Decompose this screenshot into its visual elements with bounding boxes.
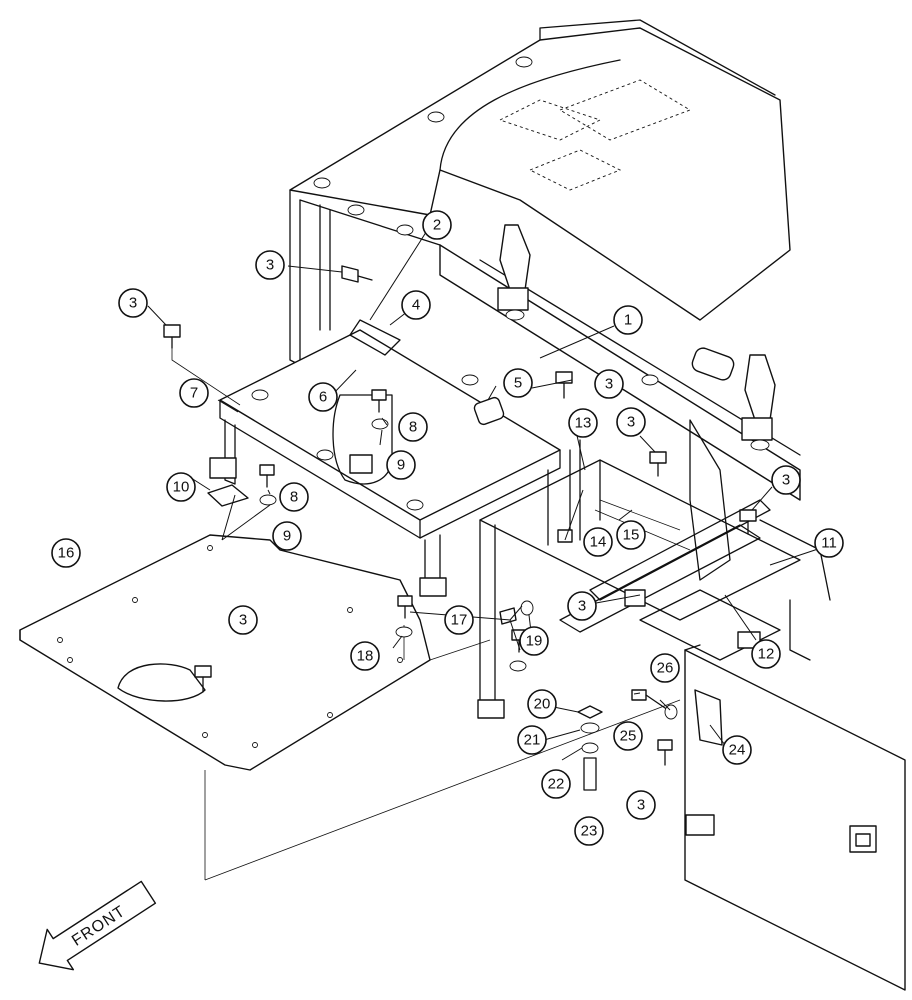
latch-right [741,354,776,451]
svg-text:24: 24 [729,742,746,759]
side-rail [439,244,801,501]
callout-18: 18 [350,641,380,671]
floor-plate [19,534,431,771]
callout-9b: 9 [272,521,302,551]
bolt-hw-3h [657,739,673,766]
callout-12: 12 [751,639,781,669]
latch-left [497,224,531,321]
svg-text:18: 18 [357,648,374,665]
callout-19: 19 [519,626,549,656]
svg-text:4: 4 [412,297,420,314]
svg-text:23: 23 [581,823,598,840]
svg-text:15: 15 [623,527,640,544]
callouts: 1 2 3 3 3 3 3 3 3 3 4 5 6 7 8 8 [51,210,844,846]
svg-text:19: 19 [526,633,543,650]
svg-text:9: 9 [283,528,291,545]
svg-text:8: 8 [409,419,417,436]
svg-text:12: 12 [758,646,775,663]
callout-3e: 3 [771,465,801,495]
bolt-hw-3b [163,324,181,349]
svg-text:1: 1 [624,312,632,329]
callout-3c: 3 [594,369,624,399]
callout-24: 24 [722,735,752,765]
rear-upper-housing [289,19,791,366]
svg-text:9: 9 [397,457,405,474]
callout-7: 7 [179,378,209,408]
svg-text:14: 14 [590,534,607,551]
callout-3h: 3 [626,790,656,820]
svg-text:26: 26 [657,660,674,677]
front-direction-arrow: FRONT [38,880,157,971]
callout-5: 5 [503,368,533,398]
bolt-hw-3c [555,371,573,399]
door-panel [684,644,906,991]
callout-3d: 3 [616,407,646,437]
callout-2: 2 [422,210,452,240]
svg-text:3: 3 [239,612,247,629]
callout-14: 14 [583,527,613,557]
bolt-hw-3e [739,509,757,535]
callout-3g: 3 [228,605,258,635]
callout-8b: 8 [279,482,309,512]
bolt-hw-8b [259,464,275,488]
bolt-hw-17 [397,595,413,619]
callout-23: 23 [574,816,604,846]
callout-11: 11 [814,528,844,558]
svg-text:22: 22 [548,776,565,793]
callout-3f: 3 [567,591,597,621]
callout-20: 20 [527,689,557,719]
svg-text:21: 21 [524,732,541,749]
svg-text:3: 3 [578,598,586,615]
callout-8a: 8 [398,412,428,442]
svg-text:10: 10 [173,479,190,496]
callout-15: 15 [616,520,646,550]
bolt-hw-3g [194,665,212,693]
svg-text:17: 17 [451,612,468,629]
svg-text:13: 13 [575,415,592,432]
svg-text:2: 2 [433,217,441,234]
svg-text:3: 3 [782,472,790,489]
svg-text:3: 3 [637,797,645,814]
callout-17: 17 [444,605,474,635]
callout-25: 25 [613,721,643,751]
svg-text:3: 3 [627,414,635,431]
callout-21: 21 [517,725,547,755]
callout-3b: 3 [118,288,148,318]
svg-text:20: 20 [534,696,551,713]
svg-text:3: 3 [605,376,613,393]
svg-text:7: 7 [190,385,198,402]
svg-text:11: 11 [821,535,837,552]
bolt-hw-8a [371,389,387,413]
svg-text:3: 3 [129,295,137,312]
callout-16: 16 [51,538,81,568]
callout-4: 4 [401,290,431,320]
callout-9a: 9 [386,450,416,480]
bolt-hw-3d [649,451,667,477]
callout-13: 13 [568,408,598,438]
callout-10: 10 [166,472,196,502]
callout-26: 26 [650,653,680,683]
svg-text:25: 25 [620,728,637,745]
bolt-hw-3a [341,265,373,283]
callout-1: 1 [613,305,643,335]
svg-text:3: 3 [266,257,274,274]
svg-text:16: 16 [58,545,75,562]
callout-3a: 3 [255,250,285,280]
svg-text:5: 5 [514,375,522,392]
svg-text:8: 8 [290,489,298,506]
table-caps [251,374,659,511]
floor-plate-holes [57,545,403,748]
callout-22: 22 [541,769,571,799]
callout-6: 6 [308,382,338,412]
svg-text:6: 6 [319,389,327,406]
